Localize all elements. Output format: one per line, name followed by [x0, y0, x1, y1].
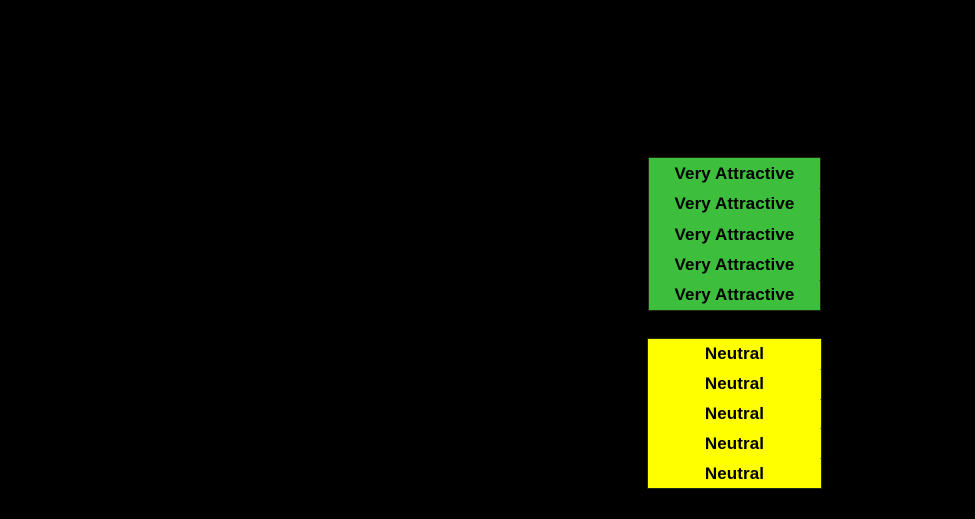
rating-label-row: Neutral — [704, 344, 765, 364]
rating-label-row: Very Attractive — [649, 218, 820, 249]
rating-label-row: Very Attractive — [649, 279, 820, 310]
rating-label-row: Neutral — [648, 368, 821, 399]
rating-label-row: Very Attractive — [649, 188, 820, 218]
rating-label-row: Neutral — [648, 458, 821, 488]
rating-panel-very-attractive: Very Attractive Very Attractive Very Att… — [648, 157, 821, 311]
rating-panel-neutral: Neutral Neutral Neutral Neutral Neutral — [647, 338, 822, 489]
rating-label-row: Very Attractive — [649, 249, 820, 279]
rating-label-row: Neutral — [648, 428, 821, 458]
rating-label-row: Very Attractive — [674, 163, 795, 183]
rating-label-row: Neutral — [648, 398, 821, 429]
